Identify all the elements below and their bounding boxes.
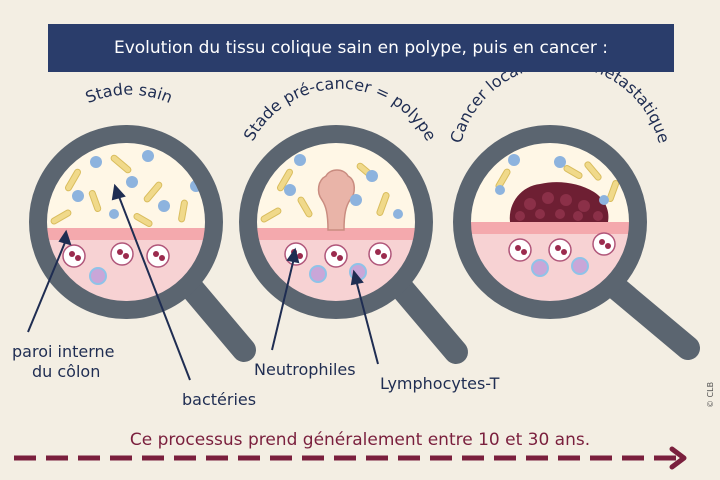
credit-text: © CLB: [706, 381, 715, 408]
timeline-arrow: [14, 446, 687, 470]
magnifier-polyp: [239, 125, 468, 364]
stage-label-healthy: Stade sain: [83, 80, 176, 107]
tumor-shape: [509, 182, 609, 222]
page-title: Evolution du tissu colique sain en polyp…: [113, 38, 609, 58]
magnifier-cancer: [453, 125, 700, 360]
annotation-wall-line2: du côlon: [32, 362, 101, 381]
svg-text:Stade sain: Stade sain: [83, 80, 176, 107]
bacteria-icons: [50, 154, 188, 227]
header-banner: Evolution du tissu colique sain en polyp…: [48, 24, 674, 72]
magnifier-healthy: [29, 125, 256, 362]
annotation-lymphocytes: Lymphocytes-T: [380, 374, 500, 393]
callout-arrows: [27, 183, 379, 381]
annotation-bacteria: bactéries: [182, 390, 257, 409]
annotation-neutrophils: Neutrophiles: [254, 360, 356, 379]
annotation-wall: paroi interne du côlon: [12, 342, 115, 382]
footer-text: Ce processus prend généralement entre 10…: [129, 430, 591, 450]
annotation-wall-line1: paroi interne: [12, 342, 115, 361]
cell-icons: [72, 150, 202, 219]
polyp-shape: [317, 169, 355, 231]
neutrophil-icons: [62, 242, 170, 285]
